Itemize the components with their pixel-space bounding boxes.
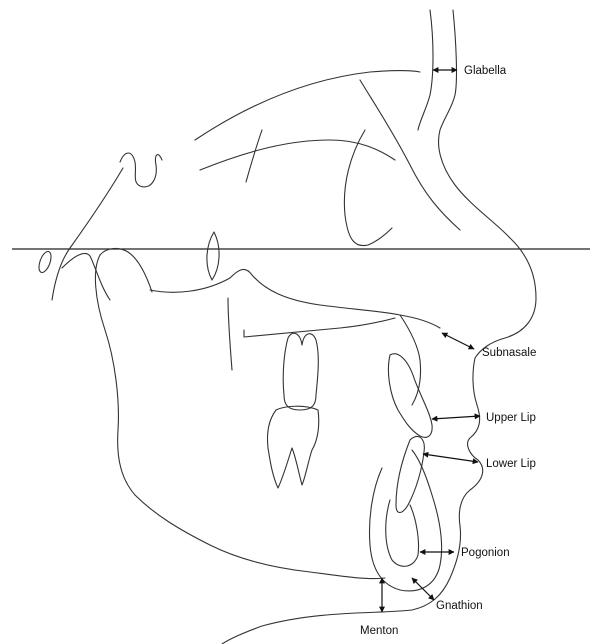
maxilla-anterior-outline [400, 315, 421, 405]
lower-incisor [396, 436, 424, 512]
cranial-base-trace [200, 140, 395, 170]
upper-molar [283, 333, 318, 410]
ramus-inner-trace [228, 298, 232, 370]
orbit-roof-trace [195, 71, 420, 141]
orbit-lateral-trace [344, 130, 392, 246]
upper-lip-label: Upper Lip [486, 412, 536, 424]
symphysis-inner-outline [386, 500, 419, 566]
mandibular-symphysis-outline [370, 450, 442, 591]
lower-lip-arrow [423, 454, 478, 462]
mandible-ramus-and-body [95, 255, 385, 579]
condyle-trace [100, 248, 152, 292]
porion-ear-rod [37, 250, 54, 274]
lower-lip-label: Lower Lip [486, 458, 536, 470]
subnasale-arrow [442, 333, 474, 349]
frontal-bone-outline [418, 10, 433, 130]
basion-trace [62, 253, 110, 300]
maxilla-outline [150, 269, 440, 328]
gnathion-arrow [412, 578, 434, 600]
subnasale-label: Subnasale [482, 347, 536, 359]
glabella-label: Glabella [464, 65, 507, 77]
menton-label: Menton [360, 625, 398, 637]
pogonion-label: Pogonion [461, 547, 510, 559]
palatal-plane [244, 318, 395, 337]
pterygoid-trace [246, 130, 262, 182]
nasal-bone-trace [360, 80, 460, 230]
pterygomaxillary-fissure [207, 232, 219, 280]
upper-lip-arrow [432, 416, 480, 419]
gnathion-label: Gnathion [436, 600, 483, 612]
sella-turcica-outline [120, 153, 162, 187]
clivus-trace [52, 168, 123, 300]
upper-incisor [388, 354, 432, 438]
lower-molar [267, 406, 318, 488]
